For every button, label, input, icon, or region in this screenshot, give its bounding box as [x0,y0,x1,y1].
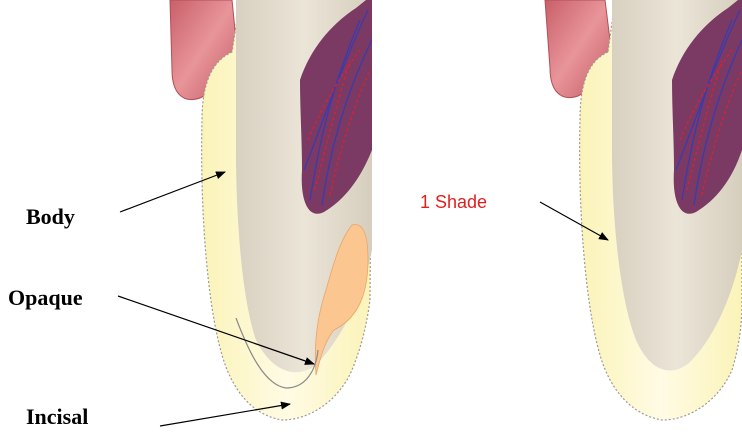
right-tooth [545,0,742,420]
label-incisal: Incisal [26,406,88,428]
left-tooth [170,0,372,420]
label-body: Body [26,206,75,228]
label-opaque: Opaque [8,287,83,309]
label-one-shade: 1 Shade [420,193,487,211]
